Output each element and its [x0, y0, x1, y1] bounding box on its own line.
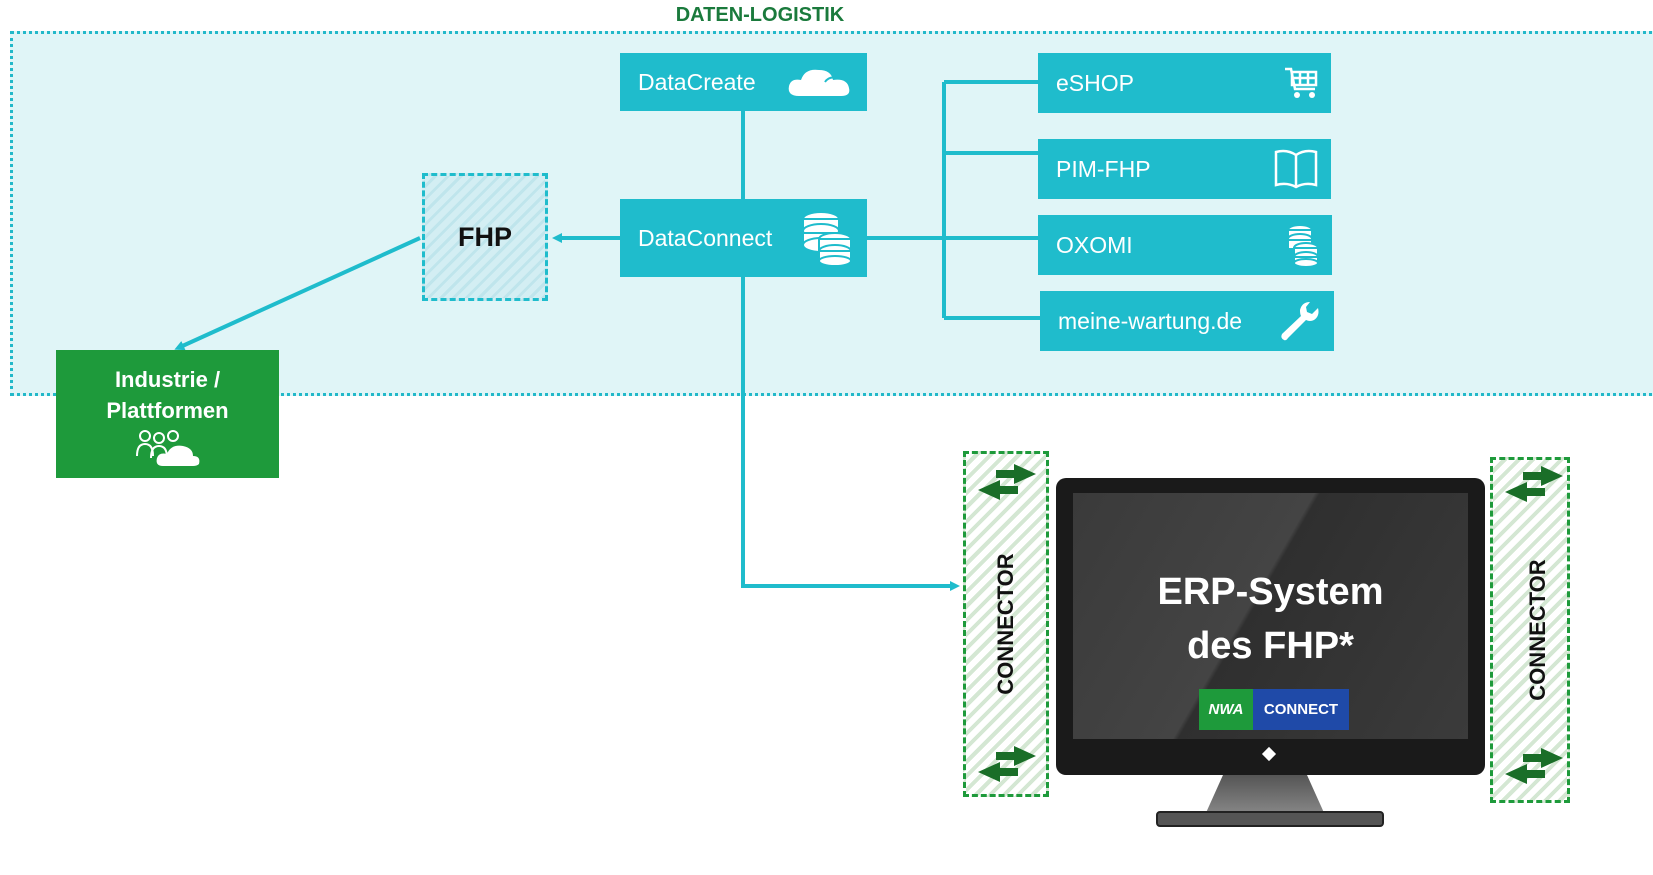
industry-platforms-node[interactable]: Industrie / Plattformen	[56, 350, 279, 478]
swap-arrows-icon	[978, 464, 1036, 500]
monitor-stand	[1205, 775, 1325, 815]
fhp-label: FHP	[458, 221, 512, 252]
erp-title-line1: ERP-System	[1157, 571, 1384, 613]
swap-arrows-icon	[1505, 748, 1563, 784]
wartung-label: meine-wartung.de	[1058, 307, 1243, 334]
industry-label-line1: Industrie /	[114, 367, 221, 392]
pim-label: PIM-FHP	[1056, 155, 1151, 182]
arrow-to-industry	[174, 236, 421, 351]
logo-right: CONNECT	[1253, 689, 1349, 730]
connector-right[interactable]: CONNECTOR	[1490, 457, 1570, 803]
datacreate-label: DataCreate	[638, 68, 756, 95]
pim-node[interactable]: PIM-FHP	[1038, 139, 1331, 199]
monitor-base	[1156, 811, 1384, 827]
datacreate-node[interactable]: DataCreate	[620, 53, 867, 111]
industry-label-line2: Plattformen	[106, 398, 229, 423]
connector-right-label: CONNECTOR	[1525, 559, 1550, 701]
eshop-label: eSHOP	[1056, 69, 1134, 96]
oxomi-node[interactable]: OXOMI	[1038, 215, 1332, 275]
wartung-node[interactable]: meine-wartung.de	[1040, 291, 1334, 351]
dataconnect-label: DataConnect	[638, 224, 773, 251]
oxomi-label: OXOMI	[1056, 231, 1133, 258]
erp-title: ERP-System des FHP*	[1073, 565, 1468, 673]
book-icon	[1274, 149, 1318, 189]
connector-left[interactable]: CONNECTOR	[963, 451, 1049, 797]
arrow-to-connector	[741, 276, 960, 591]
wrench-icon	[1281, 302, 1319, 341]
swap-arrows-icon	[978, 746, 1036, 782]
cloud-icon	[788, 69, 850, 96]
connector-left-label: CONNECTOR	[993, 553, 1018, 695]
erp-monitor[interactable]: ERP-System des FHP* NWA CONNECT	[1056, 478, 1485, 775]
logo-left: NWA	[1199, 689, 1253, 730]
swap-arrows-icon	[1505, 466, 1563, 502]
database-icon	[1287, 224, 1319, 268]
eshop-node[interactable]: eSHOP	[1038, 53, 1331, 113]
erp-title-line2: des FHP*	[1187, 625, 1354, 667]
dataconnect-node[interactable]: DataConnect	[620, 199, 867, 277]
cart-icon	[1285, 67, 1318, 98]
database-icon	[802, 211, 852, 267]
fhp-node[interactable]: FHP	[422, 173, 548, 301]
people-cloud-icon	[135, 430, 199, 466]
monitor-screen: ERP-System des FHP* NWA CONNECT	[1073, 493, 1468, 739]
nwa-connect-logo: NWA CONNECT	[1199, 689, 1349, 730]
zone-title: DATEN-LOGISTIK	[675, 4, 845, 26]
